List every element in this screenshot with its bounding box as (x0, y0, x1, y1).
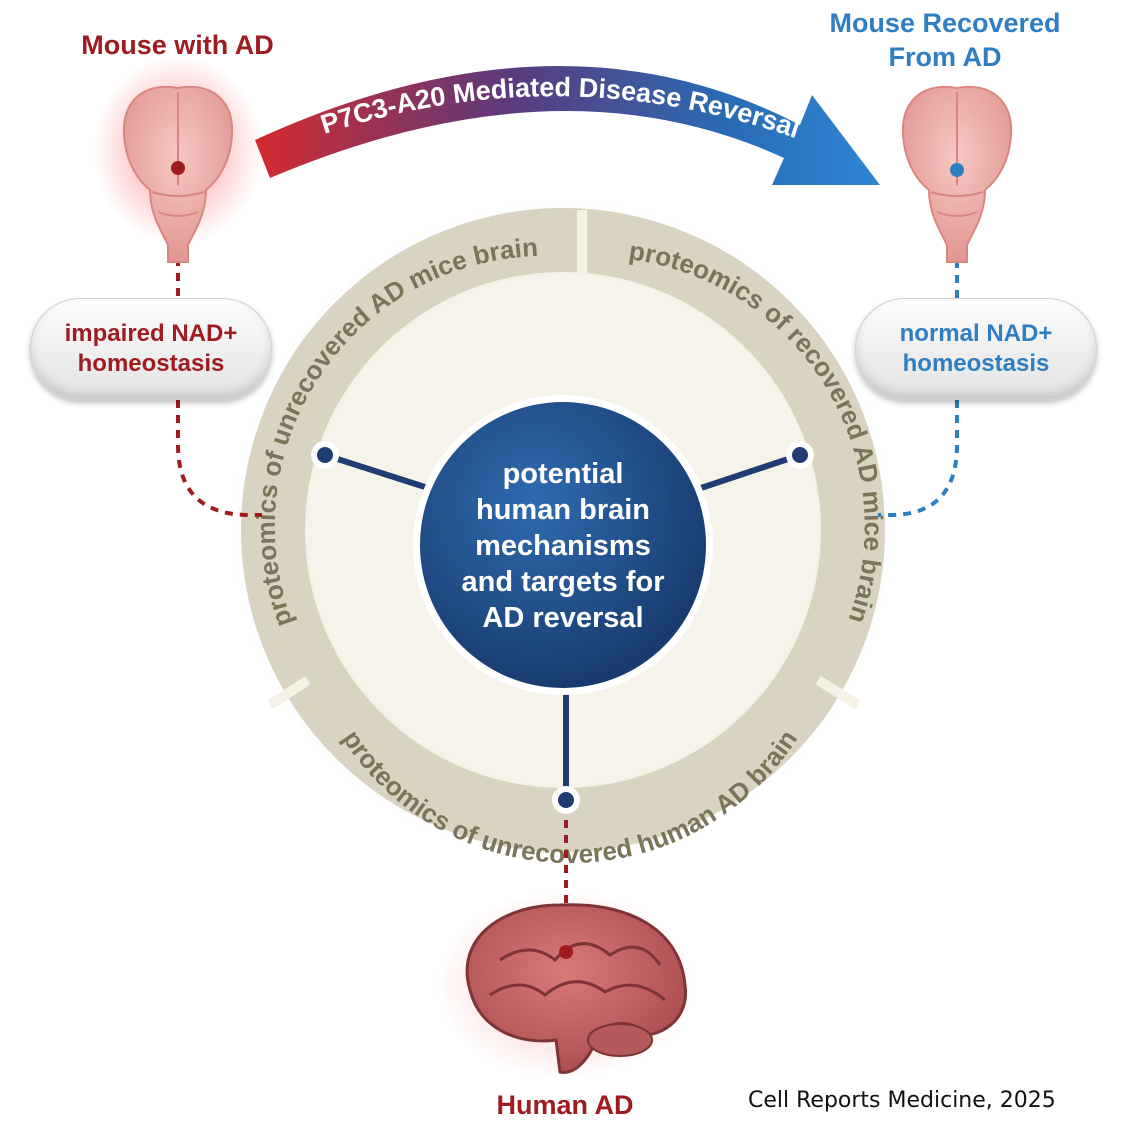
center-line-4: and targets for (461, 566, 664, 598)
impaired-nad-line-1: impaired NAD+ (64, 320, 238, 347)
human-ad-label: Human AD (496, 1090, 634, 1120)
normal-nad-line-2: homeostasis (902, 350, 1050, 377)
ring-separators (267, 210, 861, 710)
mouse-brain-red-icon (93, 55, 263, 263)
center-line-1: potential (503, 458, 624, 490)
connector-dots (311, 441, 814, 814)
mouse-recovered-label-line-2: From AD (888, 42, 1002, 72)
center-line-3: mechanisms (475, 530, 651, 562)
normal-nad-line-1: normal NAD+ (899, 320, 1053, 347)
human-brain-icon (436, 890, 696, 1080)
reversal-arrow (255, 66, 880, 185)
normal-nad-pill: normal NAD+ homeostasis (855, 298, 1097, 400)
center-line-2: human brain (476, 494, 650, 526)
mouse-recovered-label-line-1: Mouse Recovered (829, 8, 1061, 38)
citation: Cell Reports Medicine, 2025 (748, 1088, 1056, 1113)
impaired-nad-pill: impaired NAD+ homeostasis (30, 298, 272, 400)
mouse-brain-healthy-icon (901, 85, 1013, 263)
mouse-ad-label: Mouse with AD (81, 30, 274, 60)
impaired-nad-line-2: homeostasis (77, 350, 225, 377)
center-circle (420, 402, 706, 688)
center-line-5: AD reversal (482, 602, 643, 634)
proteomics-ring (241, 208, 885, 852)
